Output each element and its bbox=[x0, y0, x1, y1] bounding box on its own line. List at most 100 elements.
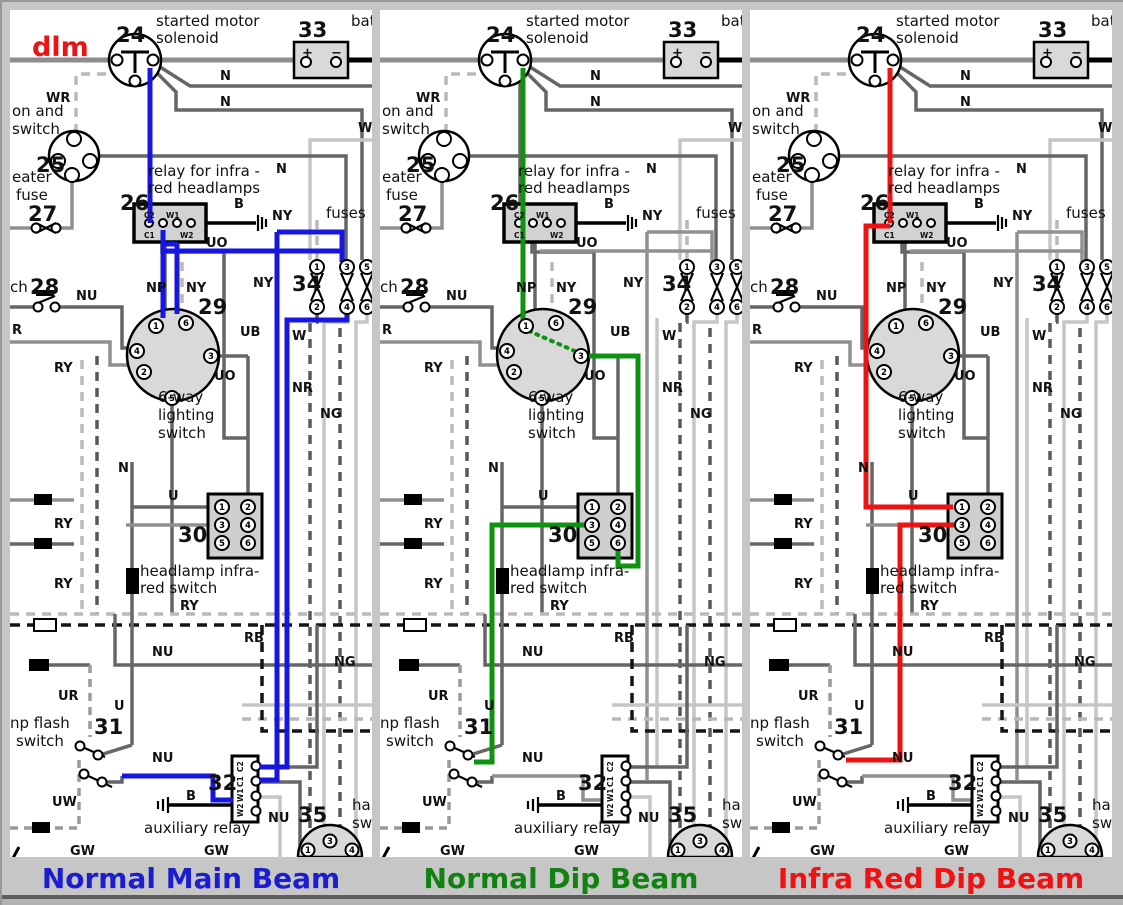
wire-label: W2 bbox=[236, 804, 245, 818]
wire bbox=[431, 182, 444, 230]
switch-31-contact bbox=[466, 776, 478, 788]
wire-label: N bbox=[220, 69, 231, 84]
wire-label: N bbox=[276, 162, 287, 177]
wire-label: NU bbox=[522, 751, 543, 766]
wire-label: GW bbox=[204, 844, 229, 857]
numbered-terminal bbox=[1099, 299, 1112, 315]
component-name: eater bbox=[382, 168, 423, 186]
numbered-terminal bbox=[1099, 259, 1112, 275]
relay-26-terminal bbox=[556, 218, 566, 228]
terminal-number: 1 bbox=[684, 263, 690, 273]
switch-25-terminal bbox=[436, 131, 452, 147]
inline-connector bbox=[32, 822, 50, 833]
wire-label: B bbox=[926, 789, 936, 804]
wire-label: + bbox=[302, 46, 313, 61]
terminal-number: 3 bbox=[948, 352, 954, 362]
highlight-path-normal-main-beam bbox=[260, 232, 280, 783]
wire-label: RB bbox=[614, 631, 634, 646]
component-name: 6-way bbox=[158, 388, 203, 406]
wire-label: NU bbox=[816, 289, 837, 304]
switch-25-terminal bbox=[434, 167, 450, 183]
wire-label: U bbox=[114, 699, 125, 714]
inline-connector bbox=[404, 538, 422, 549]
wire bbox=[1062, 314, 1089, 857]
wire bbox=[50, 760, 81, 830]
numbered-terminal bbox=[869, 343, 885, 359]
component-number: 25 bbox=[36, 153, 65, 177]
wire-label: RB bbox=[244, 631, 264, 646]
wire bbox=[540, 230, 714, 253]
terminal-number: 5 bbox=[1104, 263, 1110, 273]
wire bbox=[1048, 314, 1059, 857]
numbered-terminal bbox=[729, 299, 742, 315]
terminal-number: 4 bbox=[714, 303, 720, 313]
numbered-terminal bbox=[309, 299, 325, 315]
numbered-terminal bbox=[888, 318, 904, 334]
wire bbox=[420, 760, 451, 830]
numbered-terminal bbox=[954, 535, 970, 551]
inline-fuse bbox=[773, 618, 797, 632]
wire-label: NU bbox=[152, 645, 173, 660]
numbered-terminal bbox=[344, 842, 360, 857]
highlight-path-normal-main-beam bbox=[122, 773, 233, 803]
wire-label: RY bbox=[54, 361, 73, 376]
component-number: 34 bbox=[292, 272, 321, 296]
wire bbox=[626, 215, 638, 231]
terminal-number: 1 bbox=[1045, 846, 1051, 856]
numbered-terminal bbox=[240, 535, 256, 551]
switch-28-bar bbox=[36, 290, 54, 296]
numbered-terminal bbox=[339, 299, 355, 315]
wire-label: W bbox=[1032, 329, 1046, 344]
terminal-number: 3 bbox=[219, 521, 225, 531]
wire-label: WR bbox=[46, 91, 70, 106]
wire bbox=[628, 625, 689, 769]
wire-label: W1 bbox=[606, 789, 615, 803]
wire-label: U bbox=[168, 489, 179, 504]
wire-label: B bbox=[974, 197, 984, 212]
wire-label: UW bbox=[52, 795, 77, 810]
switch-25-terminal bbox=[64, 167, 80, 183]
wire-label: UO bbox=[946, 236, 968, 251]
wire-label: GW bbox=[440, 844, 465, 857]
relay-32-terminal bbox=[250, 760, 262, 772]
wire-label: W bbox=[358, 121, 372, 136]
component-number: 31 bbox=[834, 715, 863, 739]
component-name: fuses bbox=[326, 204, 366, 222]
component-name: switch bbox=[16, 732, 64, 750]
wire bbox=[151, 67, 364, 260]
fuse-27-terminal bbox=[400, 222, 412, 234]
component-number: 30 bbox=[918, 523, 947, 547]
component-number: 28 bbox=[770, 275, 799, 299]
component-name: on and bbox=[382, 102, 434, 120]
wire bbox=[156, 63, 372, 88]
wire-label: RY bbox=[424, 577, 443, 592]
wire-label: N bbox=[118, 461, 129, 476]
switch-31-contact bbox=[74, 740, 86, 752]
wire-label: W2 bbox=[920, 231, 934, 240]
wire bbox=[853, 614, 1112, 667]
terminal-number: 3 bbox=[1067, 837, 1073, 847]
numbered-terminal bbox=[584, 517, 600, 533]
wire-label: W bbox=[662, 329, 676, 344]
numbered-terminal bbox=[584, 535, 600, 551]
wire-label: C1 bbox=[144, 231, 155, 240]
wire-label: RY bbox=[424, 517, 443, 532]
numbered-terminal bbox=[709, 299, 725, 315]
component-number: 27 bbox=[398, 202, 427, 226]
inline-connector bbox=[774, 538, 792, 549]
wire bbox=[1000, 625, 1112, 733]
numbered-terminal bbox=[980, 499, 996, 515]
terminal-number: 2 bbox=[245, 503, 251, 513]
wire bbox=[628, 795, 652, 857]
wire bbox=[37, 294, 56, 305]
component-number: 25 bbox=[406, 153, 435, 177]
relay-32-terminal bbox=[990, 775, 1002, 787]
component-name: solenoid bbox=[526, 29, 589, 47]
component-name: eater bbox=[12, 168, 53, 186]
switch-25-terminal bbox=[804, 167, 820, 183]
component-number: 29 bbox=[198, 295, 227, 319]
wire bbox=[526, 63, 742, 88]
component-number: 33 bbox=[1038, 18, 1067, 42]
